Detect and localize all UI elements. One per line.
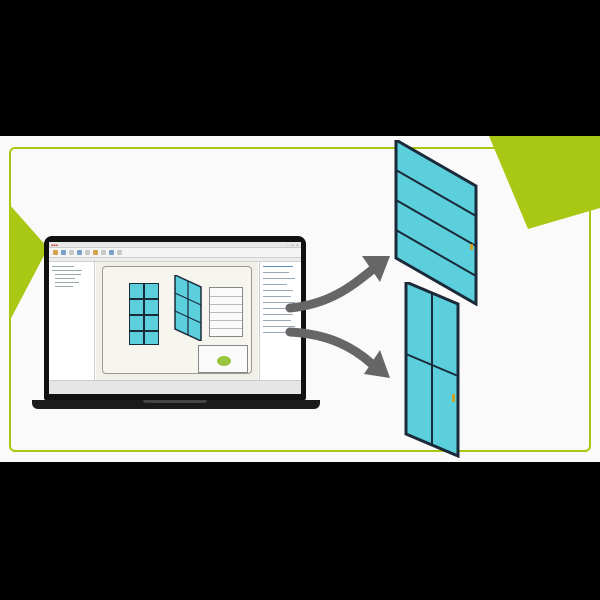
task-pane-item[interactable] <box>263 266 293 268</box>
accent-shapes <box>9 136 600 322</box>
task-pane-item[interactable] <box>263 326 295 328</box>
drawing-sheet <box>102 266 252 374</box>
ribbon-tool-icon[interactable] <box>77 250 82 255</box>
arrows <box>285 256 390 378</box>
task-pane-item[interactable] <box>263 278 295 280</box>
door-front-view <box>129 283 159 345</box>
app-titlebar: ▰▰▰ – □ × <box>49 242 301 248</box>
tree-item[interactable] <box>52 266 74 268</box>
ribbon-tool-icon[interactable] <box>61 250 66 255</box>
task-pane-item[interactable] <box>263 296 291 298</box>
hinged-door-render <box>404 282 460 458</box>
tree-item[interactable] <box>55 282 79 284</box>
transom <box>130 330 158 332</box>
task-pane-item[interactable] <box>263 284 287 286</box>
transom <box>130 314 158 316</box>
ribbon-tool-icon[interactable] <box>101 250 106 255</box>
drawing-canvas[interactable] <box>96 262 258 380</box>
task-pane-item[interactable] <box>263 314 293 316</box>
ribbon-tool-icon[interactable] <box>93 250 98 255</box>
illustration-stage: ▰▰▰ – □ × <box>0 136 600 462</box>
ribbon-tool-icon[interactable] <box>85 250 90 255</box>
task-pane <box>259 262 301 380</box>
window-controls[interactable]: – □ × <box>287 243 299 247</box>
laptop-base <box>32 400 320 409</box>
bom-table <box>209 287 243 337</box>
top-letterbox <box>0 0 600 136</box>
accent-corner-top-right <box>489 136 600 229</box>
transom <box>130 298 158 300</box>
ribbon-tool-icon[interactable] <box>53 250 58 255</box>
cad-app-window: ▰▰▰ – □ × <box>49 242 301 394</box>
ribbon-tool-icon[interactable] <box>117 250 122 255</box>
door-iso-view <box>174 275 202 341</box>
status-bar <box>49 380 301 394</box>
bottom-letterbox <box>0 462 600 600</box>
tree-item[interactable] <box>55 286 73 288</box>
task-pane-item[interactable] <box>263 272 289 274</box>
task-pane-item[interactable] <box>263 320 291 322</box>
tree-item[interactable] <box>55 274 81 276</box>
task-pane-item[interactable] <box>263 290 293 292</box>
content-frame <box>9 147 591 452</box>
handle-icon <box>452 394 455 402</box>
sectional-door-render <box>394 140 478 306</box>
ribbon-toolbar <box>49 248 301 258</box>
handle-icon <box>470 244 473 250</box>
ribbon-tool-icon[interactable] <box>69 250 74 255</box>
laptop-screen-bezel: ▰▰▰ – □ × <box>44 236 306 400</box>
accent-triangle-left <box>9 204 48 322</box>
company-logo-icon <box>217 356 231 366</box>
task-pane-item[interactable] <box>263 332 287 334</box>
ribbon-tool-icon[interactable] <box>109 250 114 255</box>
tree-item[interactable] <box>52 270 82 272</box>
title-block <box>198 345 248 373</box>
command-tabs[interactable] <box>49 258 301 262</box>
arrow-up-right-icon <box>285 256 390 313</box>
tree-item[interactable] <box>55 278 75 280</box>
task-pane-item[interactable] <box>263 308 289 310</box>
app-logo: ▰▰▰ <box>51 243 58 247</box>
laptop-notch <box>143 400 207 403</box>
task-pane-item[interactable] <box>263 302 295 304</box>
feature-tree <box>49 262 95 380</box>
arrow-down-right-icon <box>285 327 390 378</box>
